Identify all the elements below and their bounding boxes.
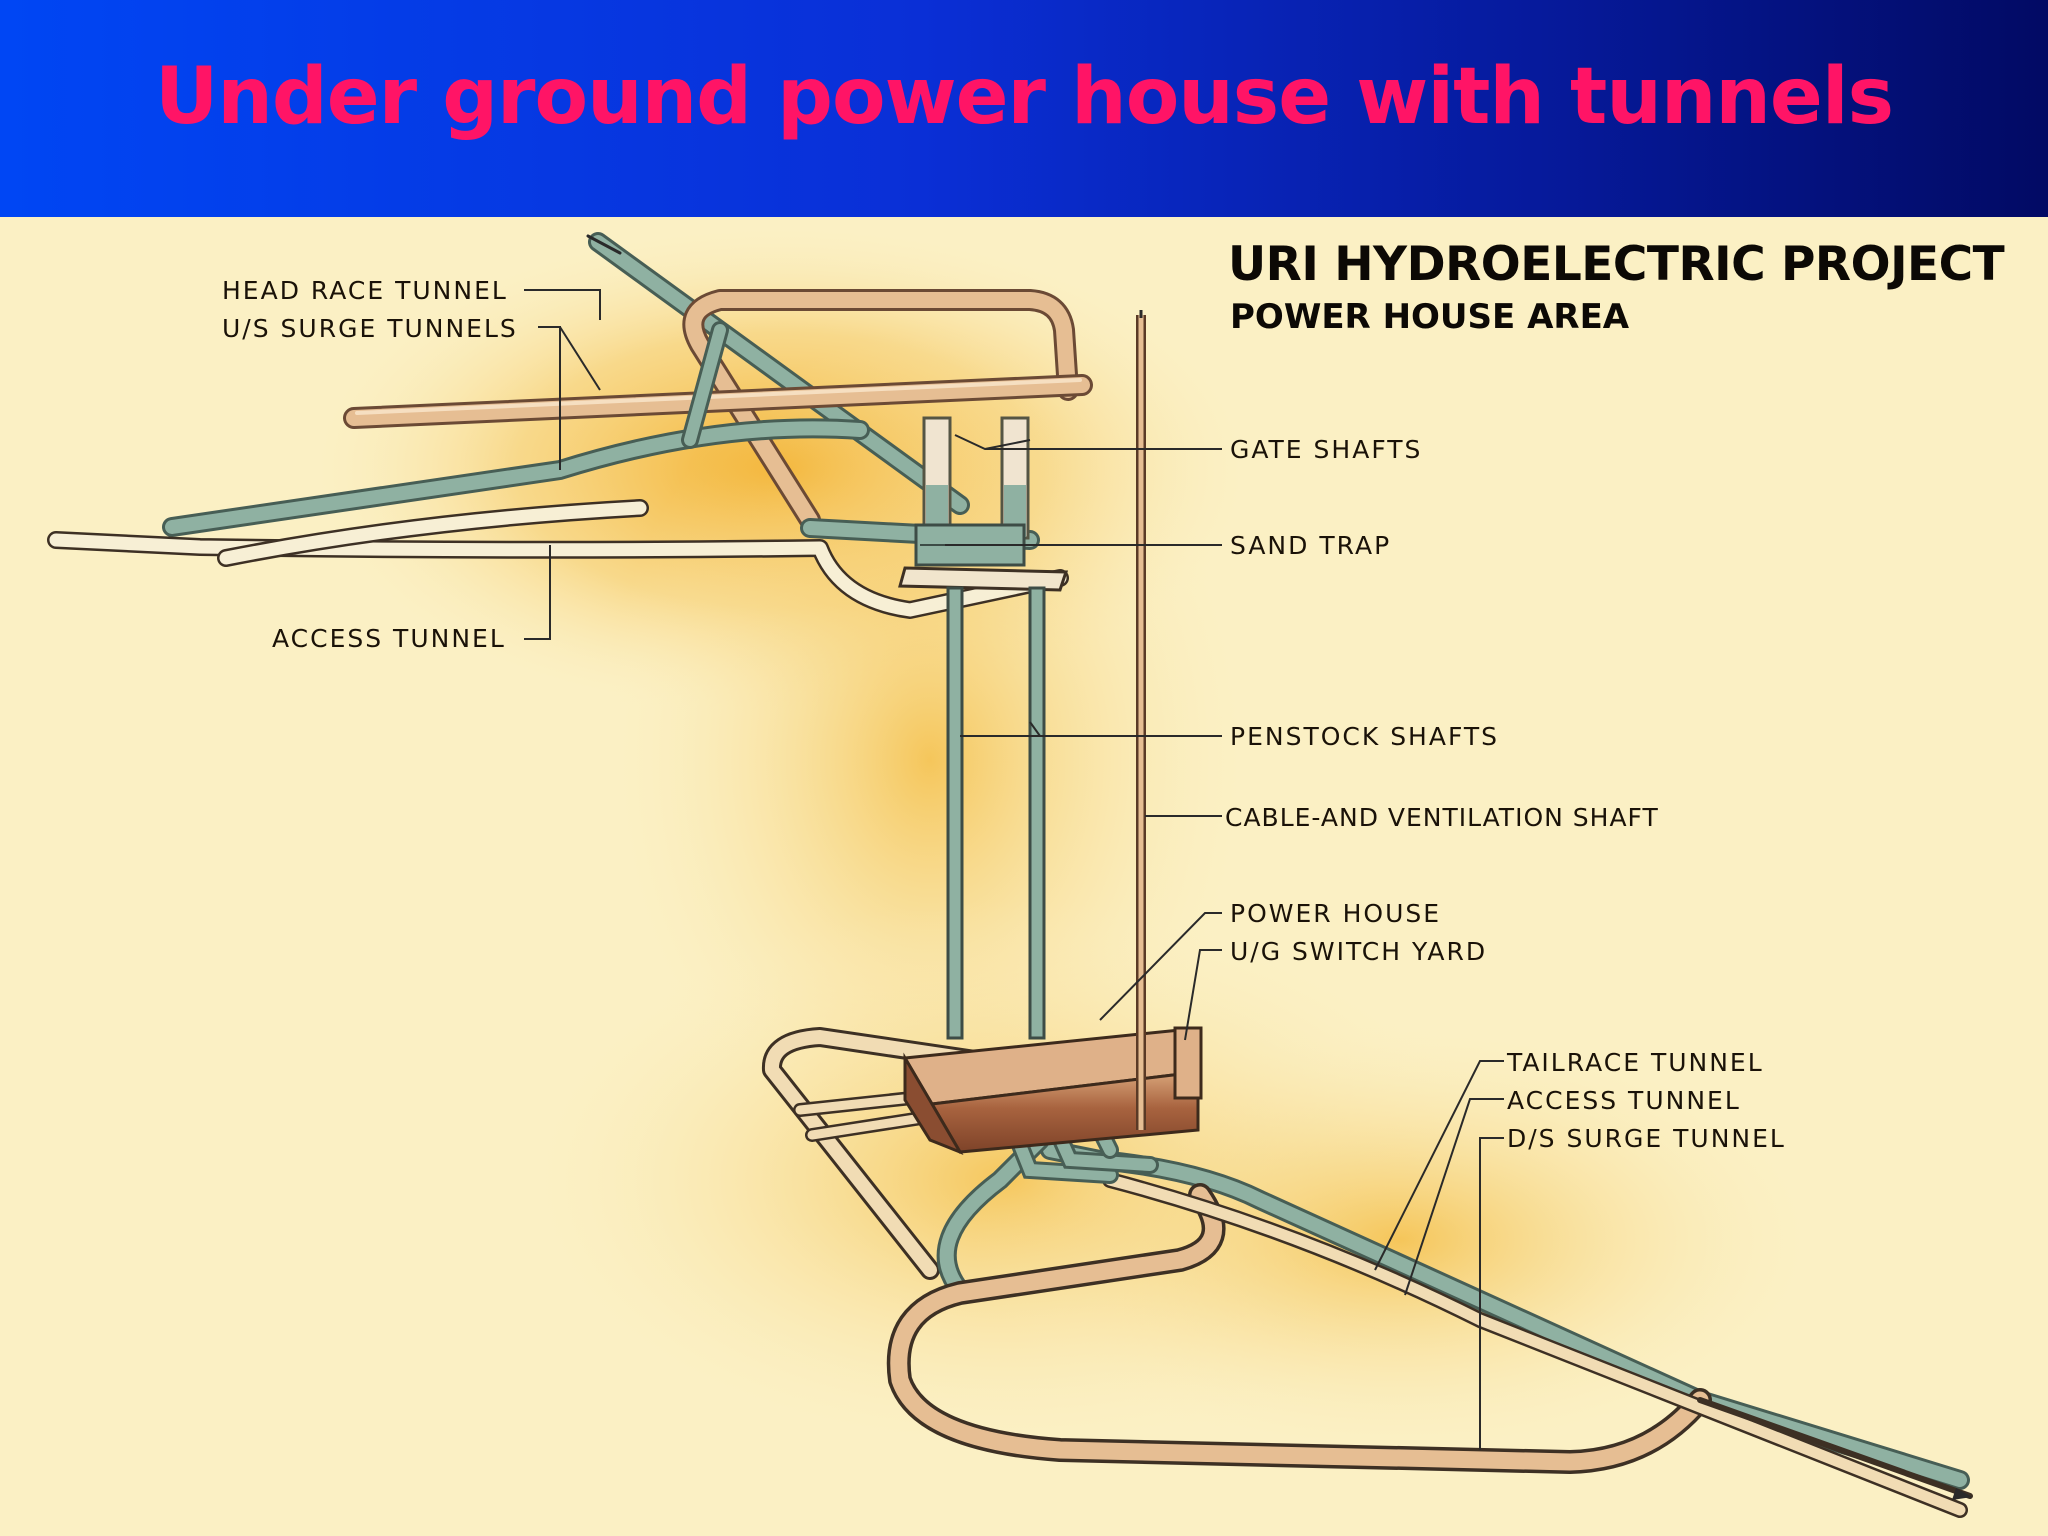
project-subtitle: POWER HOUSE AREA	[1230, 297, 1630, 337]
label-us-surge-tunnels: U/S SURGE TUNNELS	[222, 314, 518, 343]
label-tailrace-tunnel: TAILRACE TUNNEL	[1507, 1048, 1764, 1077]
label-ds-surge-tunnel: D/S SURGE TUNNEL	[1507, 1124, 1786, 1153]
label-penstock-shafts: PENSTOCK SHAFTS	[1230, 722, 1500, 751]
label-sand-trap: SAND TRAP	[1230, 531, 1392, 560]
penstock-shafts	[946, 586, 1046, 1040]
ds-surge-tunnel-loop	[886, 1172, 1973, 1518]
upper-surge-tunnel-loop	[682, 289, 1079, 531]
project-title: URI HYDROELECTRIC PROJECT	[1228, 237, 2005, 292]
access-tunnel-upper-path	[47, 499, 1069, 619]
label-cable-ventilation-shaft: CABLE-AND VENTILATION SHAFT	[1225, 803, 1659, 832]
title-bar: Under ground power house with tunnels	[0, 0, 2048, 217]
label-access-tunnel-lower: ACCESS TUNNEL	[1507, 1086, 1741, 1115]
slide-title: Under ground power house with tunnels	[155, 52, 1894, 142]
label-access-tunnel-upper: ACCESS TUNNEL	[272, 624, 506, 653]
leader-lines	[524, 289, 1504, 1450]
us-surge-tunnel-long	[343, 374, 1093, 429]
us-surge-tunnel-green	[162, 321, 870, 537]
tunnel-diagram	[47, 220, 1973, 1518]
label-gate-shafts: GATE SHAFTS	[1230, 435, 1423, 464]
label-power-house: POWER HOUSE	[1230, 899, 1442, 928]
label-ug-switch-yard: U/G SWITCH YARD	[1230, 937, 1488, 966]
head-race-tunnel	[586, 232, 970, 515]
power-house-block	[902, 1026, 1203, 1156]
label-head-race-tunnel: HEAD RACE TUNNEL	[222, 276, 508, 305]
